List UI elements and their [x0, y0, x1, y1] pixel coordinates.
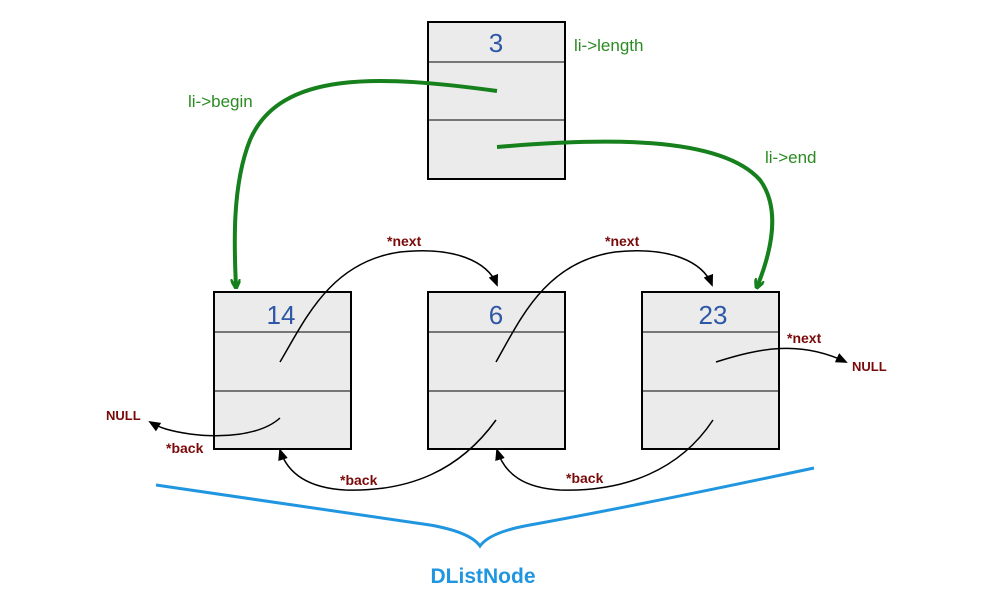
- next-label-1: *next: [387, 233, 422, 249]
- back-arrow-1: [148, 417, 281, 437]
- next-label-2: *next: [605, 233, 640, 249]
- node-value-1: 14: [267, 300, 296, 330]
- length-value: 3: [489, 28, 503, 58]
- next-arrow-3: [715, 347, 848, 363]
- back-arrow-2: [278, 419, 497, 491]
- back-label-3: *back: [566, 470, 604, 486]
- length-label: li->length: [574, 36, 643, 55]
- begin-label: li->begin: [188, 92, 253, 111]
- node-box-2: 6: [427, 291, 566, 450]
- next-label-3: *next: [787, 330, 822, 346]
- node-value-3: 23: [699, 300, 728, 330]
- back-label-2: *back: [340, 472, 378, 488]
- back-arrow-3: [495, 419, 714, 491]
- null-label-left: NULL: [106, 408, 141, 423]
- null-label-right: NULL: [852, 359, 887, 374]
- node-box-1: 14: [213, 291, 352, 450]
- begin-arrow: [235, 79, 498, 287]
- list-header-box: 3: [427, 21, 566, 180]
- node-box-3: 23: [641, 291, 780, 450]
- next-arrow-1: [279, 250, 499, 363]
- back-label-1: *back: [166, 440, 204, 456]
- end-label: li->end: [765, 148, 817, 167]
- end-arrow: [496, 139, 775, 287]
- dlistnode-brace: [155, 466, 815, 549]
- next-arrow-2: [495, 250, 714, 363]
- dlistnode-label: DListNode: [431, 565, 536, 588]
- node-value-2: 6: [489, 300, 503, 330]
